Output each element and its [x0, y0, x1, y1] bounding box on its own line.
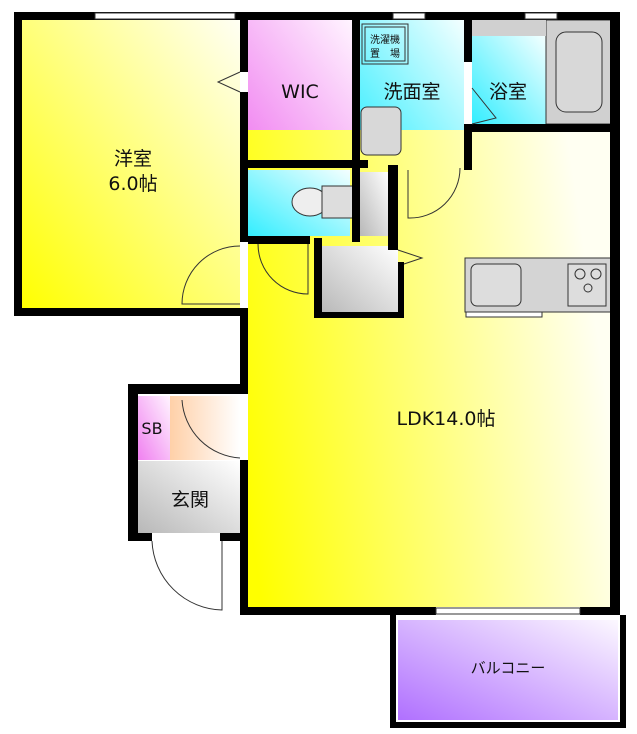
storage: [322, 246, 398, 314]
bath-shelf: [472, 20, 546, 36]
sink-icon: [470, 263, 522, 307]
washer-label-2: 置 場: [370, 47, 400, 60]
bathtub-basin: [555, 31, 603, 113]
western-room: [22, 20, 240, 310]
balcony-label: バルコニー: [471, 659, 546, 677]
bath-label: 浴室: [489, 81, 527, 103]
balcony: [398, 620, 618, 720]
ldk-label: LDK14.0帖: [397, 408, 496, 430]
walls: [14, 12, 626, 728]
closet: [360, 172, 388, 236]
stove-icon: [567, 263, 607, 307]
entrance: [138, 461, 240, 533]
bathroom: [472, 36, 546, 124]
wic-label: WIC: [281, 81, 319, 103]
western-room-size: 6.0帖: [108, 173, 157, 195]
washer-label-1: 洗濯機: [370, 33, 400, 46]
washer-space: [361, 23, 409, 65]
wash-basin: [360, 106, 402, 156]
western-room-name: 洋室: [114, 148, 152, 170]
entrance-label: 玄関: [171, 489, 209, 511]
windows: [94, 12, 581, 615]
door-swings: [151, 71, 497, 611]
shoebox-label: SB: [141, 419, 162, 438]
washroom-label: 洗面室: [383, 81, 440, 103]
entrance-hall: [170, 396, 240, 460]
shoebox: [138, 396, 170, 460]
